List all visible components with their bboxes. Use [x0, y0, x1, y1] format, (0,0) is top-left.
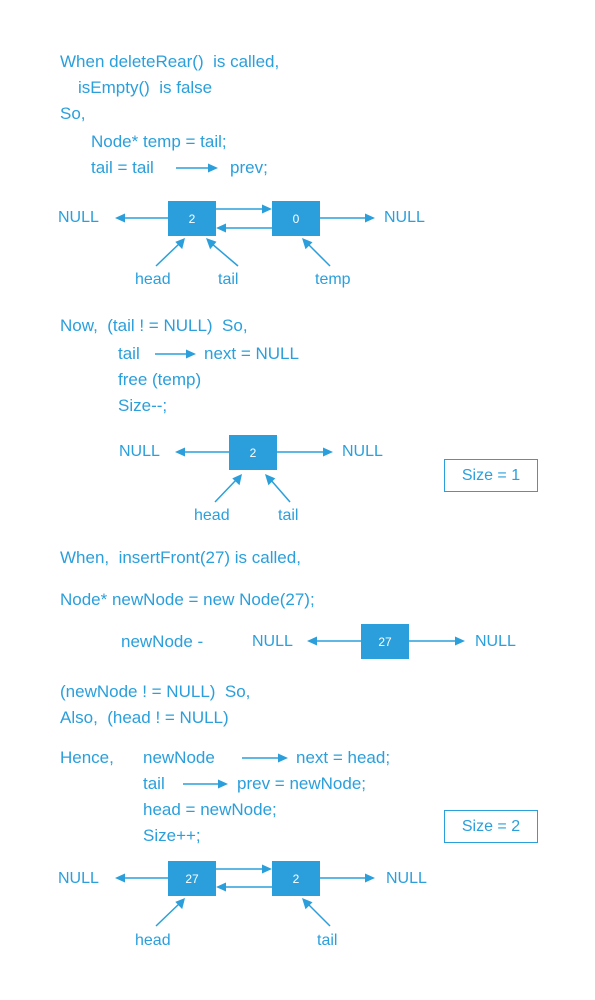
diagram4-null-right: NULL — [386, 870, 427, 887]
line-new-node: Node* newNode = new Node(27); — [60, 590, 315, 609]
line-now-tail-not-null: Now, (tail ! = NULL) So, — [60, 316, 248, 335]
d4-head-pointer — [155, 898, 185, 927]
inline-arrow-tail-prev-2 — [183, 779, 228, 789]
line-newnode-not-null: (newNode ! = NULL) So, — [60, 682, 251, 701]
diagram4-null-left: NULL — [58, 870, 99, 887]
line-size-increment: Size++; — [143, 826, 201, 845]
d1-temp-pointer — [302, 238, 331, 267]
line-size-decrement: Size--; — [118, 396, 168, 415]
d3-null-left-arrow — [307, 636, 361, 646]
d2-tail-pointer — [265, 474, 291, 503]
d1-null-right-arrow — [320, 213, 375, 223]
line-head-assign: head = newNode; — [143, 800, 277, 819]
diagram2-label-head: head — [194, 507, 230, 524]
diagram2-label-tail: tail — [278, 507, 299, 524]
line-tail-prev-right: prev = newNode; — [237, 774, 366, 793]
diagram3-node-27: 27 — [361, 624, 409, 659]
d1-next-arrow — [216, 204, 272, 214]
d1-null-left-arrow — [115, 213, 168, 223]
d2-null-left-arrow — [175, 447, 229, 457]
diagram4-node-27: 27 — [168, 861, 216, 896]
diagram2-null-right: NULL — [342, 443, 383, 460]
d4-prev-arrow — [216, 882, 272, 892]
d3-null-right-arrow — [409, 636, 465, 646]
inline-arrow-tail-prev — [176, 163, 218, 173]
diagram4-label-head: head — [135, 932, 171, 949]
size-box-2: Size = 2 — [444, 810, 538, 843]
line-tail-assign-left: tail = tail — [91, 158, 154, 177]
line-newnode-next-left: newNode — [143, 748, 215, 767]
diagram4-label-tail: tail — [317, 932, 338, 949]
line-temp-assign: Node* temp = tail; — [91, 132, 227, 151]
diagram1-node-0: 0 — [272, 201, 320, 236]
d2-head-pointer — [214, 474, 242, 503]
d4-tail-pointer — [302, 898, 331, 927]
line-isempty-false: isEmpty() is false — [78, 78, 213, 97]
diagram1-null-left: NULL — [58, 209, 99, 226]
inline-arrow-tail-next — [155, 349, 196, 359]
d2-null-right-arrow — [277, 447, 333, 457]
line-tail-next-left: tail — [118, 344, 140, 363]
diagram4-node-2: 2 — [272, 861, 320, 896]
diagram2-null-left: NULL — [119, 443, 160, 460]
d1-head-pointer — [155, 238, 185, 267]
d4-null-right-arrow — [320, 873, 375, 883]
line-so: So, — [60, 104, 86, 123]
d1-tail-pointer — [206, 238, 239, 267]
line-insert-front-called: When, insertFront(27) is called, — [60, 548, 301, 567]
diagram3-newnode-label: newNode - — [121, 632, 204, 651]
diagram1-label-temp: temp — [315, 271, 351, 288]
inline-arrow-newnode-next — [242, 753, 288, 763]
diagram1-label-head: head — [135, 271, 171, 288]
d4-null-left-arrow — [115, 873, 168, 883]
line-hence: Hence, — [60, 748, 114, 767]
d1-prev-arrow — [216, 223, 272, 233]
line-tail-prev-left: tail — [143, 774, 165, 793]
diagram3-null-right: NULL — [475, 633, 516, 650]
diagram2-node-2: 2 — [229, 435, 277, 470]
diagram3-null-left: NULL — [252, 633, 293, 650]
line-head-not-null: Also, (head ! = NULL) — [60, 708, 229, 727]
line-delete-rear-called: When deleteRear() is called, — [60, 52, 280, 71]
line-newnode-next-right: next = head; — [296, 748, 391, 767]
diagram1-label-tail: tail — [218, 271, 239, 288]
diagram1-node-2: 2 — [168, 201, 216, 236]
line-tail-next-right: next = NULL — [204, 344, 299, 363]
diagram1-null-right: NULL — [384, 209, 425, 226]
size-box-1: Size = 1 — [444, 459, 538, 492]
d4-next-arrow — [216, 864, 272, 874]
line-tail-assign-right: prev; — [230, 158, 268, 177]
line-free-temp: free (temp) — [118, 370, 202, 389]
